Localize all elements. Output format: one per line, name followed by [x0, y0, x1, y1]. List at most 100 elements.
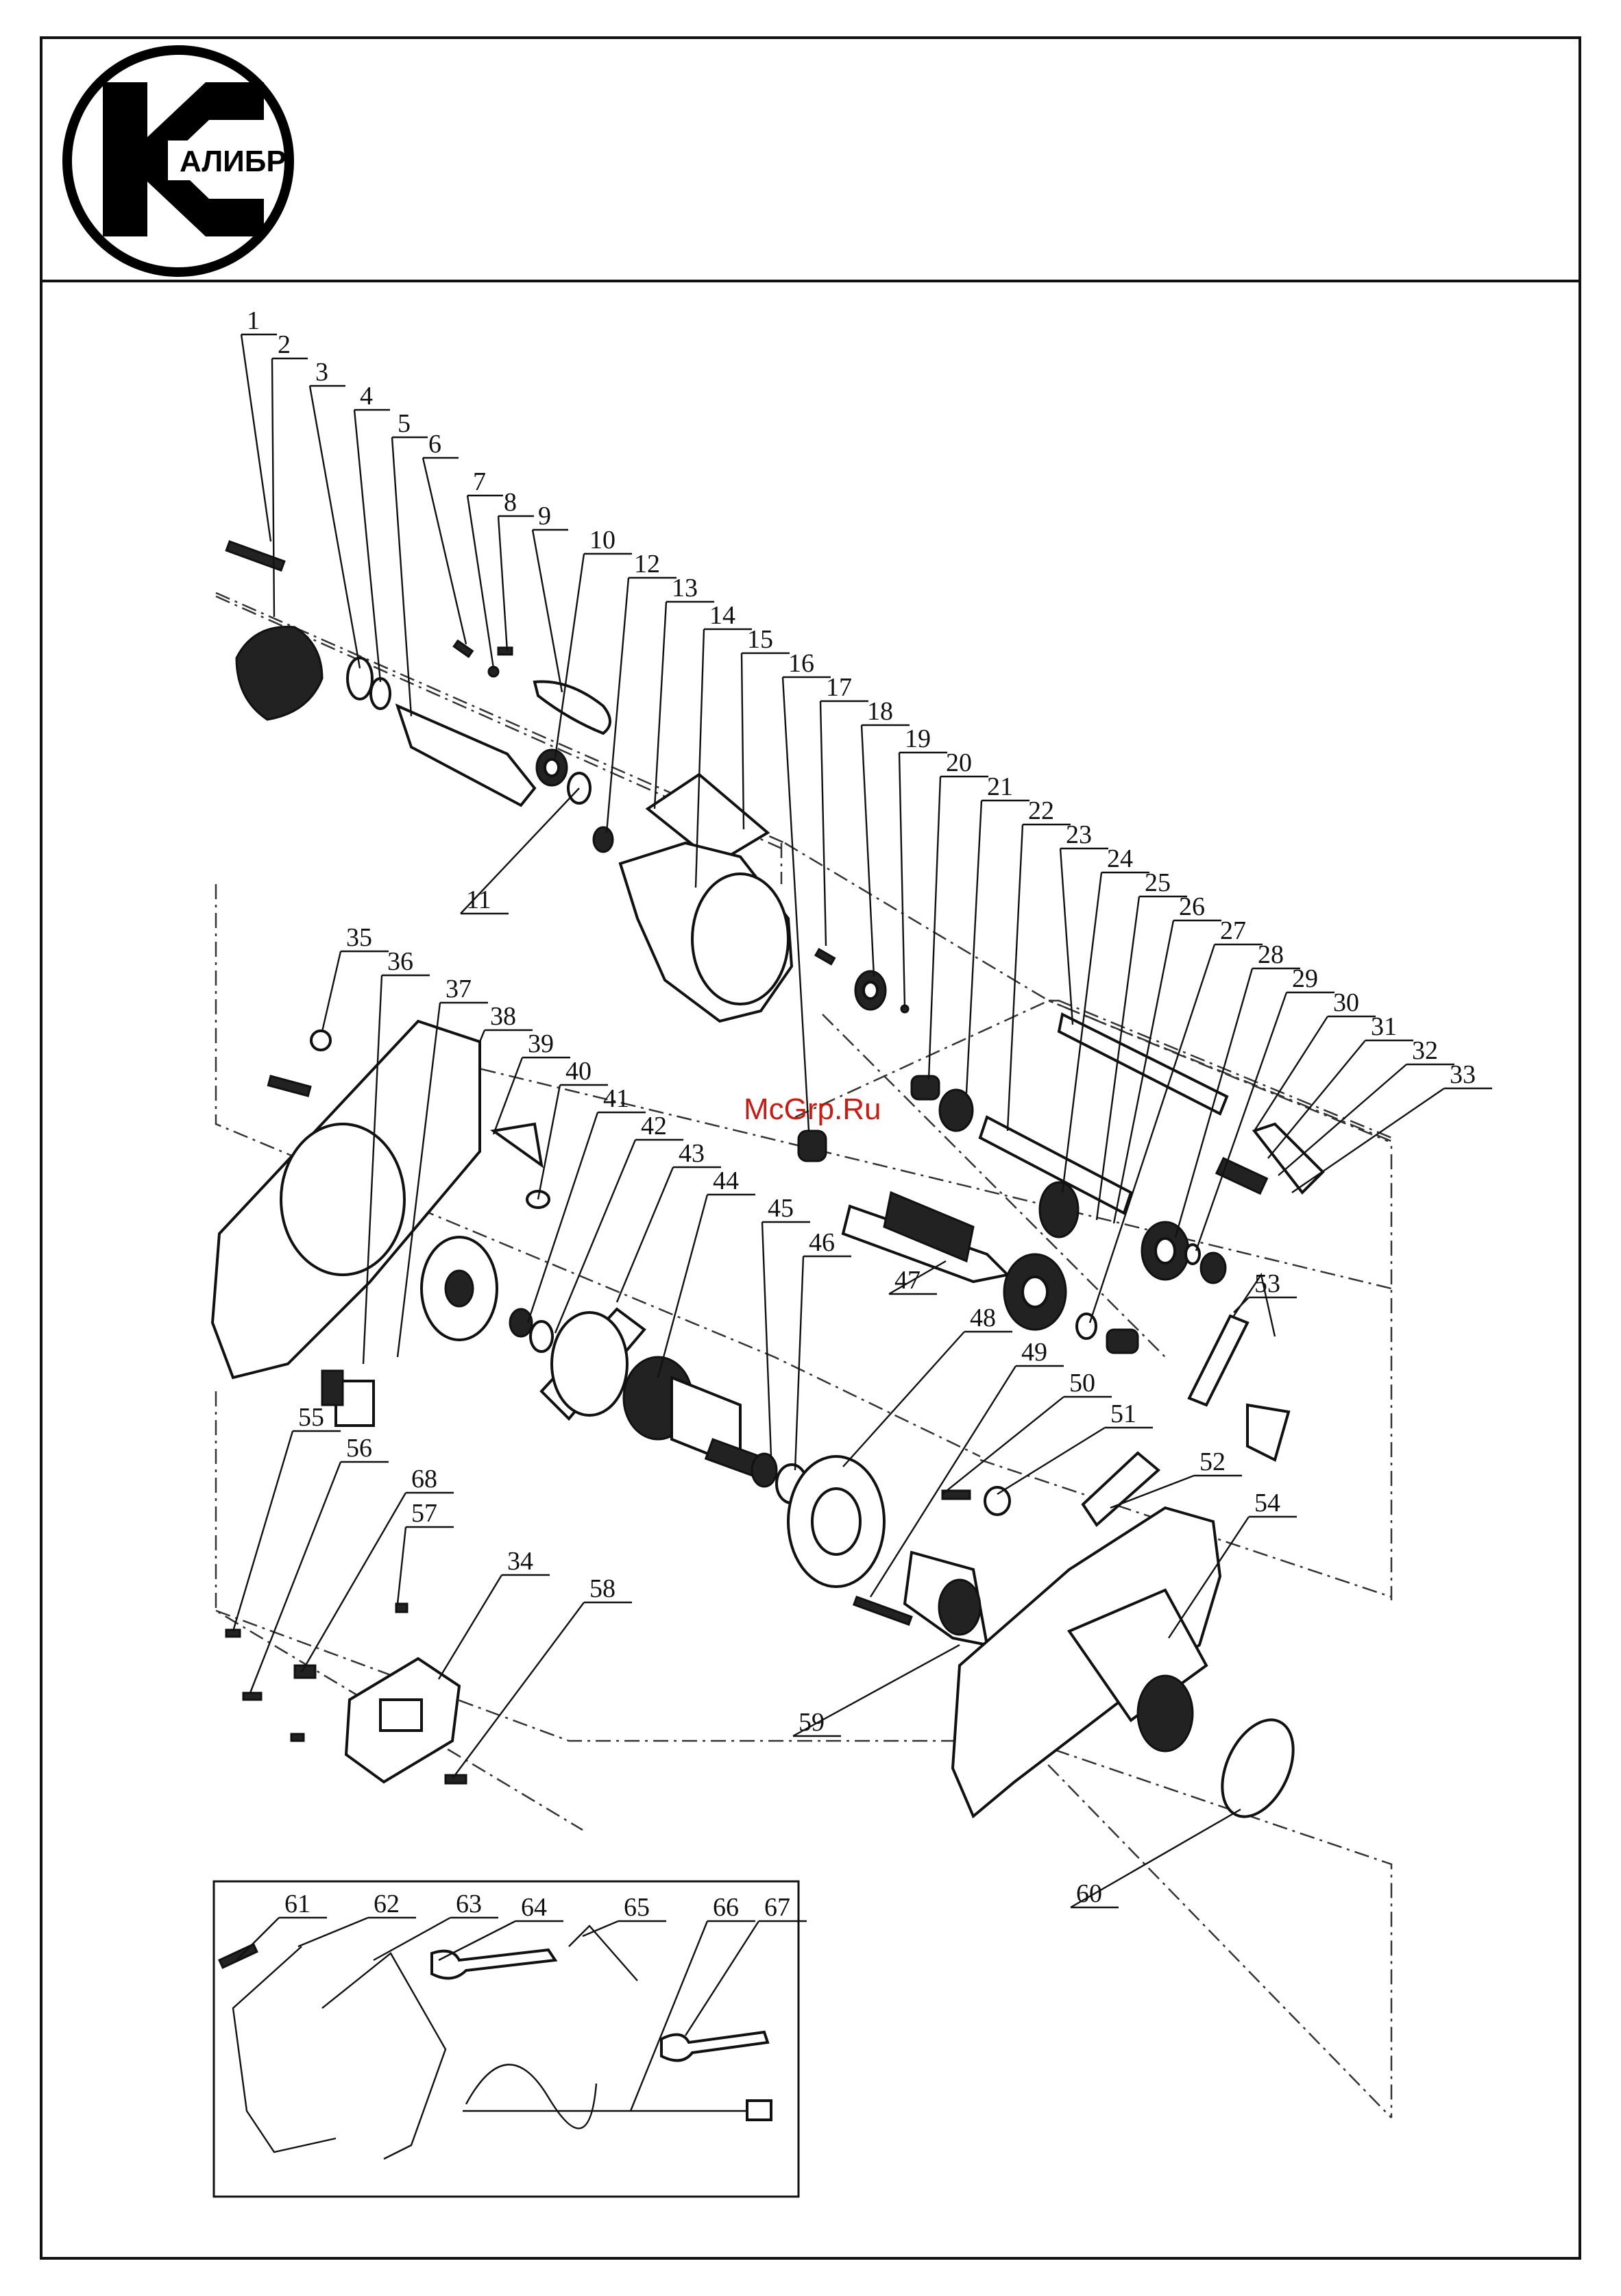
- leader-line: [862, 725, 874, 977]
- ring-12: [594, 827, 613, 852]
- leader-line: [1254, 1016, 1328, 1131]
- part-number-label: 30: [1333, 988, 1359, 1017]
- part-number-label: 53: [1254, 1269, 1280, 1298]
- bracket-39: [493, 1124, 541, 1165]
- part-number-label: 24: [1107, 844, 1133, 873]
- part-number-label: 45: [768, 1194, 794, 1223]
- part-number-label: 32: [1412, 1036, 1438, 1065]
- gear-28: [1142, 1222, 1189, 1280]
- part-number-label: 64: [521, 1893, 547, 1922]
- screw-57: [396, 1604, 407, 1612]
- part-number-label: 11: [466, 886, 491, 914]
- leader-line: [583, 1921, 618, 1936]
- pin-7: [489, 667, 498, 676]
- drill-chuck: [236, 627, 322, 720]
- leader-line: [929, 777, 940, 1079]
- part-number-label: 52: [1199, 1448, 1226, 1476]
- leader-line: [783, 677, 809, 1131]
- gearbox-housing: [620, 843, 792, 1021]
- leader-line: [1196, 992, 1287, 1251]
- part-number-label: 1: [247, 306, 260, 335]
- screw-58: [446, 1775, 466, 1783]
- part-number-label: 6: [428, 430, 441, 459]
- leader-line: [452, 1602, 584, 1779]
- wrench-67: [661, 2032, 768, 2060]
- leader-line: [493, 1058, 522, 1134]
- part-number-label: 15: [747, 625, 773, 654]
- part-number-label: 54: [1254, 1489, 1280, 1517]
- leader-line: [398, 1527, 406, 1604]
- leader-line: [1060, 848, 1073, 1025]
- leader-line: [899, 753, 905, 1007]
- part-number-label: 10: [589, 526, 616, 554]
- strain-relief: [1083, 1453, 1158, 1525]
- leader-line: [820, 701, 826, 946]
- part-number-label: 12: [634, 550, 660, 578]
- bearing-45: [752, 1454, 777, 1487]
- part-number-label: 43: [679, 1139, 705, 1168]
- part-number-label: 61: [284, 1890, 310, 1918]
- screw-56: [243, 1693, 261, 1700]
- leader-line: [843, 1332, 964, 1467]
- seal-9: [535, 681, 610, 733]
- part-number-label: 65: [624, 1893, 650, 1922]
- part-number-label: 41: [603, 1084, 629, 1113]
- leader-line: [1268, 1040, 1365, 1158]
- end-plate-48: [788, 1456, 884, 1587]
- accessories: [219, 1926, 771, 2159]
- large-gear: [1004, 1254, 1066, 1330]
- part-number-label: 18: [867, 697, 893, 726]
- leader-line: [354, 410, 380, 682]
- leader-line: [1175, 968, 1252, 1237]
- part-number-label: 55: [298, 1403, 324, 1432]
- clip-51: [985, 1487, 1010, 1515]
- bearing-16: [799, 1131, 826, 1161]
- part-number-label: 48: [970, 1304, 996, 1332]
- leader-line: [439, 1575, 502, 1679]
- leader-line: [685, 1921, 759, 2036]
- mixing-paddle-66: [463, 2064, 771, 2128]
- part-number-label: 50: [1069, 1369, 1095, 1397]
- part-number-label: 25: [1145, 868, 1171, 897]
- part-number-label: 66: [713, 1893, 739, 1922]
- part-number-label: 5: [398, 409, 411, 438]
- part-number-label: 44: [713, 1167, 739, 1195]
- pin-17: [816, 949, 835, 964]
- power-cable: [1189, 1275, 1289, 1460]
- part-number-label: 16: [788, 649, 814, 678]
- screw-61: [219, 1944, 257, 1968]
- part-number-label: 40: [565, 1057, 592, 1086]
- part-number-label: 20: [946, 748, 972, 777]
- ring-26: [1077, 1314, 1096, 1339]
- screw-1: [226, 541, 284, 570]
- kalibr-logo: АЛИБР: [67, 50, 289, 272]
- leader-line: [607, 578, 629, 833]
- part-number-label: 28: [1258, 940, 1284, 969]
- leader-line: [250, 1462, 341, 1693]
- brush-holder: [322, 1371, 374, 1426]
- bearing-support: [422, 1237, 497, 1340]
- washer: [371, 679, 390, 709]
- bearing-20: [912, 1076, 939, 1099]
- field-coil: [905, 1552, 987, 1645]
- bearing-10: [537, 750, 567, 785]
- leader-line: [555, 554, 584, 757]
- leader-line: [241, 334, 271, 541]
- leader-line: [555, 1140, 635, 1333]
- part-number-label: 42: [641, 1112, 667, 1140]
- part-number-label: 60: [1076, 1879, 1102, 1908]
- part-number-label: 23: [1066, 820, 1092, 849]
- spindle: [398, 706, 535, 805]
- part-number-label: 31: [1371, 1012, 1397, 1041]
- leader-line: [631, 1921, 707, 2111]
- leader-line: [538, 1085, 560, 1199]
- leader-line: [272, 358, 274, 617]
- part-number-label: 8: [504, 488, 517, 517]
- part-number-label: 36: [387, 947, 413, 976]
- part-number-label: 37: [446, 975, 472, 1003]
- part-number-label: 13: [672, 574, 698, 602]
- part-number-label: 38: [490, 1002, 516, 1031]
- part-number-label: 35: [346, 923, 372, 952]
- leader-line: [658, 1195, 707, 1378]
- leader-line: [795, 1256, 803, 1470]
